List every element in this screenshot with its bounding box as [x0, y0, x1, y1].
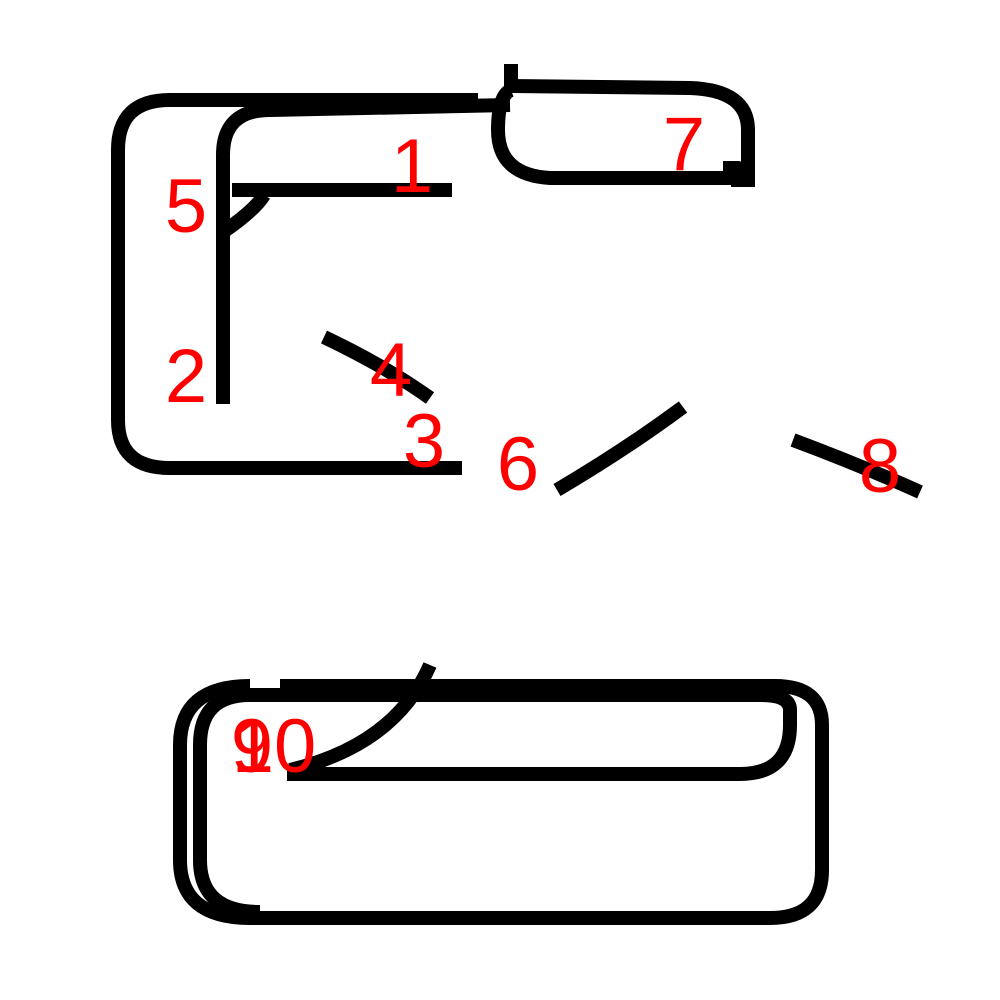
node-label-5: 5: [165, 164, 207, 249]
node-label-2: 2: [165, 334, 207, 419]
stroke-loop-7-lower: [491, 83, 748, 185]
node-label-7: 7: [663, 102, 705, 187]
stroke-loop-7: [504, 64, 755, 187]
stroke-outer-loop: [111, 93, 478, 475]
node-label-4: 4: [370, 328, 412, 413]
stroke-diagonal-5: [219, 191, 271, 238]
node-label-10: 10: [232, 704, 317, 789]
node-label-8: 8: [859, 424, 901, 509]
node-label-9: 9: [231, 704, 273, 789]
stroke-segment-8: [790, 433, 923, 499]
stroke-segment-4: [320, 330, 435, 404]
node-label-3: 3: [403, 399, 445, 484]
stroke-segment-6: [553, 401, 688, 497]
stroke-curve-10: [288, 662, 437, 777]
node-label-1: 1: [391, 124, 433, 209]
stroke-bottom-inner-loop: [193, 688, 797, 919]
stroke-hook-7: [723, 161, 745, 187]
node-label-6: 6: [497, 422, 539, 507]
stroke-inner-arch: [216, 98, 511, 404]
